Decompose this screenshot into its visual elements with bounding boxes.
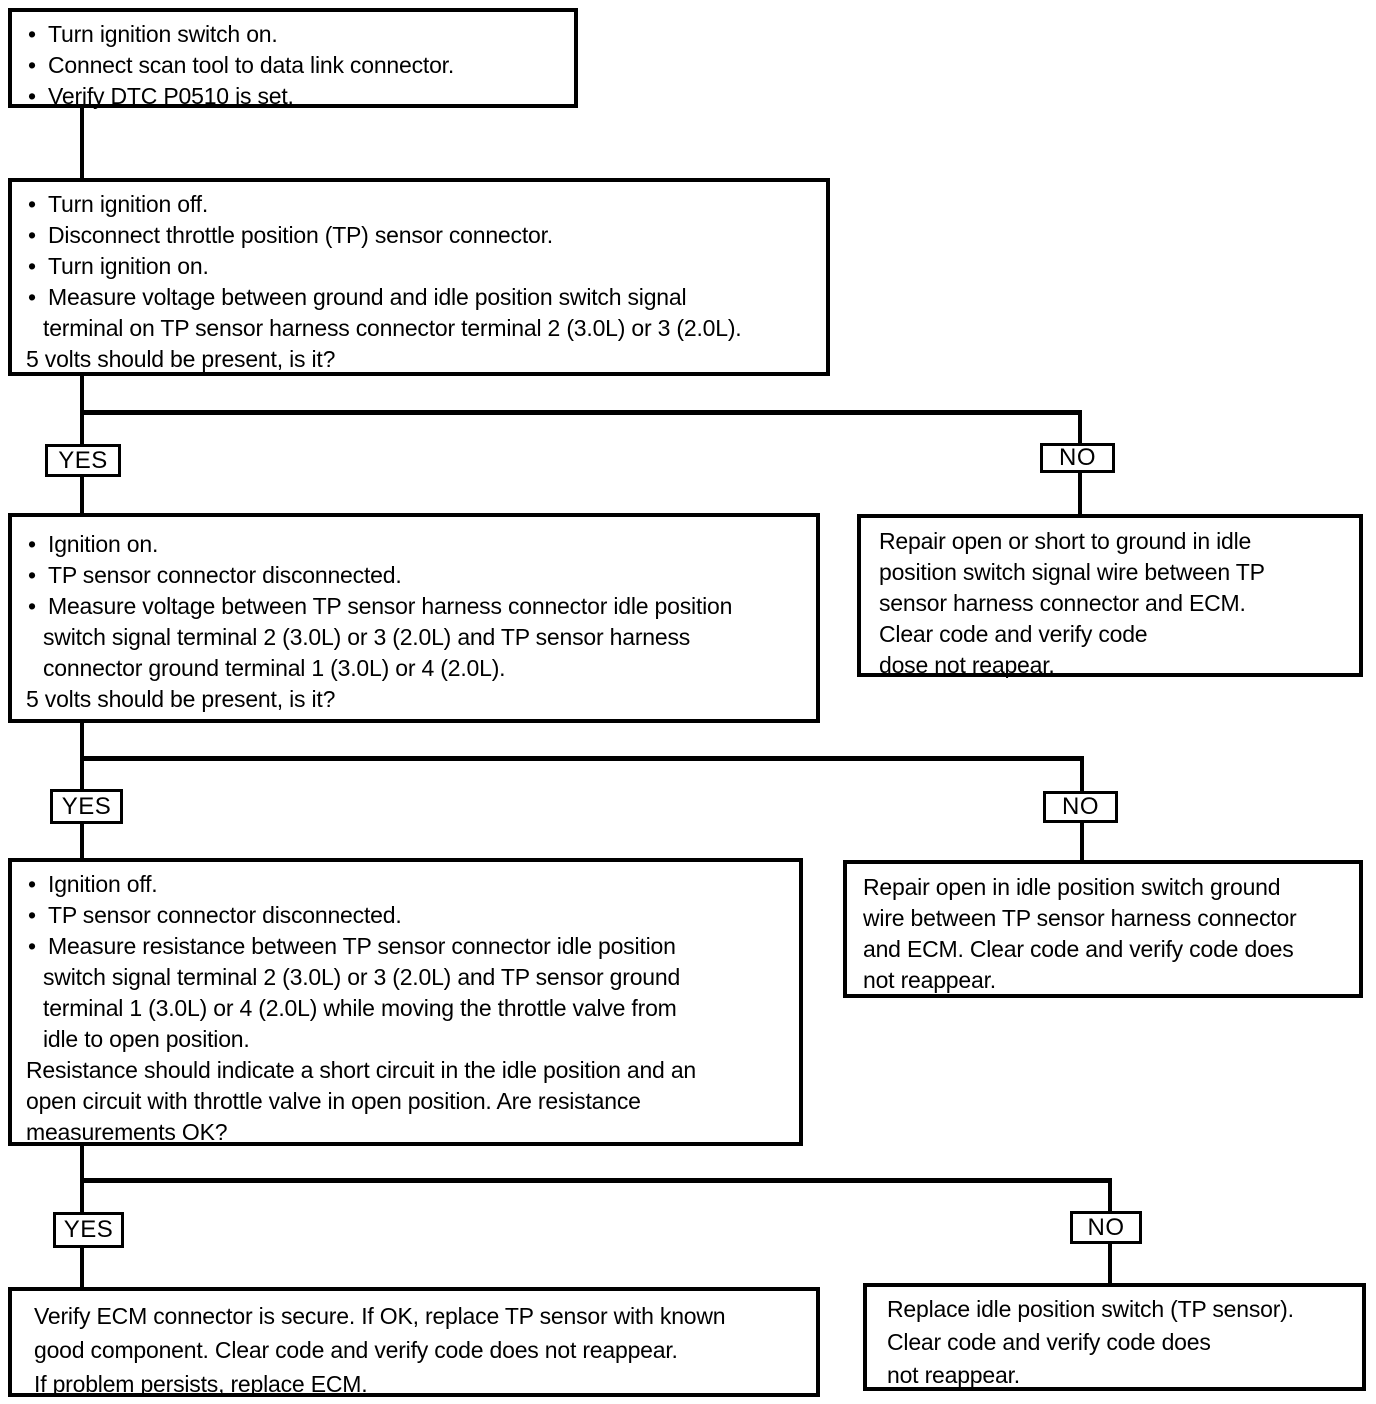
text-line: not reappear. <box>863 967 996 993</box>
text-line: switch signal terminal 2 (3.0L) or 3 (2.… <box>43 624 691 650</box>
text-line: open circuit with throttle valve in open… <box>26 1088 641 1114</box>
start-box: Turn ignition switch on. Connect scan to… <box>8 8 578 112</box>
text-line: Clear code and verify code does <box>887 1329 1211 1355</box>
verify-ecm-replace-tp-box: Verify ECM connector is secure. If OK, r… <box>8 1287 820 1397</box>
connector-line <box>80 822 84 860</box>
yes-label-1: YES <box>45 444 121 477</box>
text-line: If problem persists, replace ECM. <box>34 1371 368 1397</box>
no-label-text: NO <box>1087 1213 1125 1241</box>
check-resistance-box: Ignition off. TP sensor connector discon… <box>8 858 803 1146</box>
text-line: dose not reapear. <box>879 652 1055 678</box>
text-line: Clear code and verify code <box>879 621 1148 647</box>
repair-signal-wire-box: Repair open or short to ground in idle p… <box>857 514 1363 678</box>
text-line: idle to open position. <box>43 1026 250 1052</box>
text-line: measurements OK? <box>26 1119 228 1145</box>
text-line: Connect scan tool to data link connector… <box>26 50 570 81</box>
connector-line <box>1078 410 1082 445</box>
yes-label-3: YES <box>53 1212 124 1248</box>
text-line: Repair open or short to ground in idle <box>879 528 1252 554</box>
connector-line <box>80 372 84 446</box>
yes-label-text: YES <box>63 1216 114 1243</box>
text-line: terminal on TP sensor harness connector … <box>43 315 742 341</box>
text-line: Turn ignition off. <box>26 189 822 220</box>
connector-line <box>80 1178 1112 1183</box>
text-line: Resistance should indicate a short circu… <box>26 1057 697 1083</box>
connector-line <box>1108 1242 1112 1285</box>
connector-line <box>80 104 84 180</box>
text-line: good component. Clear code and verify co… <box>34 1337 678 1363</box>
text-line: Verify DTC P0510 is set. <box>26 81 570 112</box>
no-label-1: NO <box>1040 443 1115 473</box>
text-line: position switch signal wire between TP <box>879 559 1265 585</box>
text-line: and ECM. Clear code and verify code does <box>863 936 1294 962</box>
text-line: Disconnect throttle position (TP) sensor… <box>26 220 822 251</box>
text-line: Ignition on. <box>26 529 812 560</box>
text-line: Turn ignition switch on. <box>26 19 570 50</box>
connector-line <box>80 1246 84 1289</box>
text-line: Replace idle position switch (TP sensor)… <box>887 1296 1294 1322</box>
text-line: Measure resistance between TP sensor con… <box>26 931 795 962</box>
connector-line <box>80 756 1084 761</box>
no-label-text: NO <box>1059 444 1096 471</box>
text-line: Ignition off. <box>26 869 795 900</box>
connector-line <box>1080 756 1084 793</box>
text-line: 5 volts should be present, is it? <box>26 346 336 372</box>
connector-line <box>1078 471 1082 516</box>
no-label-3: NO <box>1070 1211 1142 1244</box>
yes-label-text: YES <box>58 446 108 474</box>
text-line: TP sensor connector disconnected. <box>26 900 795 931</box>
text-line: terminal 1 (3.0L) or 4 (2.0L) while movi… <box>43 995 677 1021</box>
check-voltage-terminals-box: Ignition on. TP sensor connector disconn… <box>8 513 820 723</box>
text-line: wire between TP sensor harness connector <box>863 905 1297 931</box>
text-line: switch signal terminal 2 (3.0L) or 3 (2.… <box>43 964 681 990</box>
text-line: Verify ECM connector is secure. If OK, r… <box>34 1303 726 1329</box>
text-line: TP sensor connector disconnected. <box>26 560 812 591</box>
connector-line <box>1108 1178 1112 1213</box>
no-label-2: NO <box>1043 791 1118 823</box>
no-label-text: NO <box>1062 793 1099 820</box>
connector-line <box>1080 821 1084 862</box>
connector-line <box>80 475 84 515</box>
yes-label-text: YES <box>61 792 112 820</box>
text-line: Repair open in idle position switch grou… <box>863 874 1281 900</box>
text-line: Measure voltage between ground and idle … <box>26 282 822 313</box>
text-line: Measure voltage between TP sensor harnes… <box>26 591 812 622</box>
text-line: 5 volts should be present, is it? <box>26 686 336 712</box>
check-voltage-ground-box: Turn ignition off. Disconnect throttle p… <box>8 178 830 376</box>
yes-label-2: YES <box>50 789 123 824</box>
text-line: sensor harness connector and ECM. <box>879 590 1246 616</box>
replace-idle-switch-box: Replace idle position switch (TP sensor)… <box>863 1283 1366 1391</box>
text-line: not reappear. <box>887 1362 1020 1388</box>
text-line: Turn ignition on. <box>26 251 822 282</box>
text-line: connector ground terminal 1 (3.0L) or 4 … <box>43 655 506 681</box>
repair-ground-wire-box: Repair open in idle position switch grou… <box>843 860 1363 998</box>
connector-line <box>80 410 1082 415</box>
